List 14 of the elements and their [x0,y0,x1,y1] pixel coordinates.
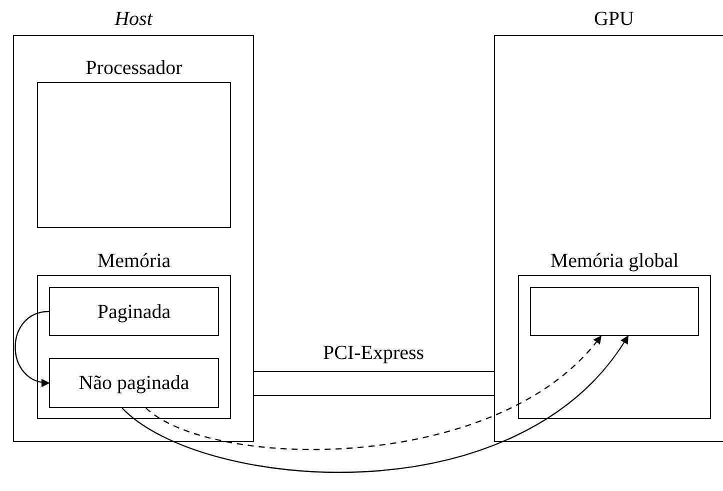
bus-label: PCI-Express [322,343,424,363]
box-title: GPU [594,9,634,29]
box-title: Memória [97,251,171,271]
box-title: Host [114,9,152,29]
block-label: Paginada [96,300,172,324]
memory-block [530,287,699,336]
block-label: Não paginada [78,371,190,396]
arrow [122,335,629,472]
memory-block [49,358,219,408]
arrow [146,335,602,450]
memory-block [49,287,219,336]
box-title: Memória global [550,251,679,271]
box-title: Processador [86,58,182,78]
arrow [14,310,50,386]
